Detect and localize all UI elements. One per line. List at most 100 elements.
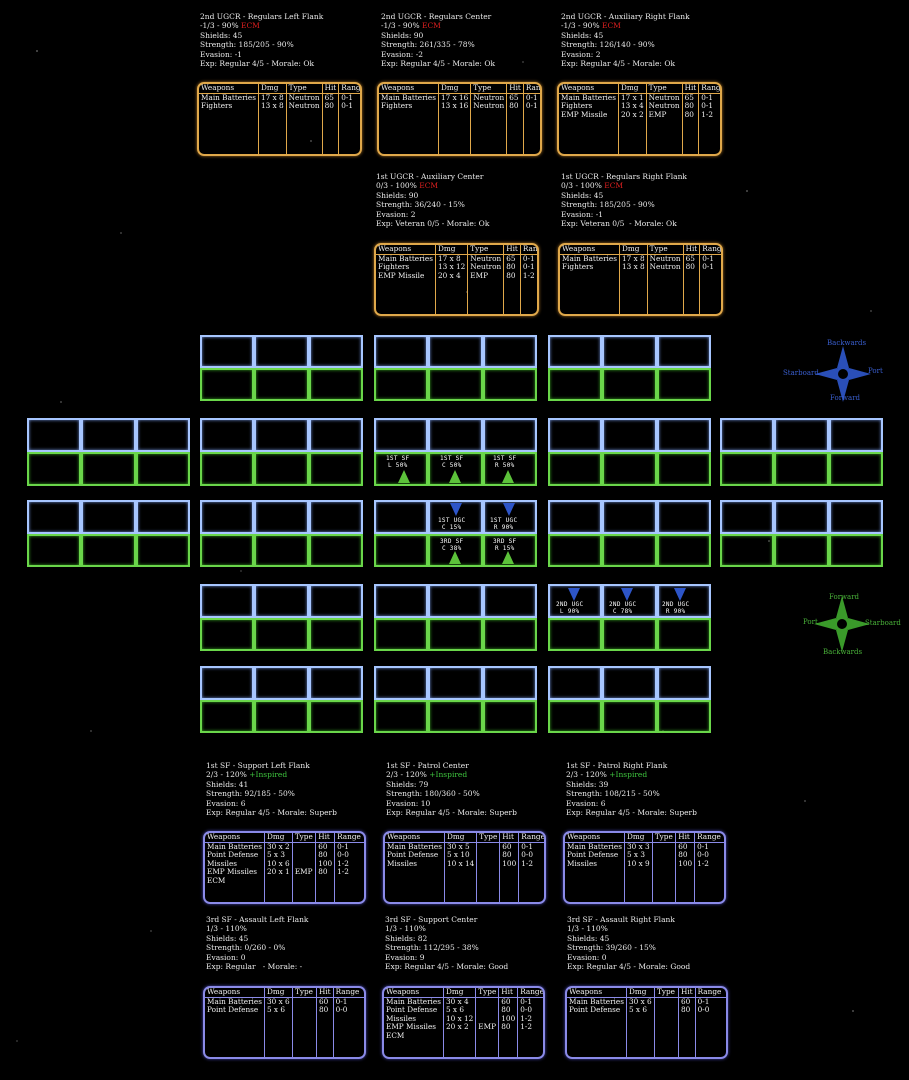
grid-cell[interactable] xyxy=(374,335,429,368)
grid-cell[interactable] xyxy=(200,533,255,567)
grid-cell[interactable] xyxy=(482,617,537,651)
grid-block[interactable] xyxy=(374,500,537,567)
grid-block[interactable] xyxy=(200,500,363,567)
token-2nd-ugc-left[interactable]: 2ND UGC L 90% xyxy=(556,601,584,615)
grid-cell[interactable] xyxy=(428,368,483,401)
grid-cell[interactable] xyxy=(656,617,711,651)
grid-cell[interactable] xyxy=(656,584,711,618)
grid-cell[interactable] xyxy=(254,452,309,486)
grid-block[interactable] xyxy=(200,584,363,651)
grid-cell[interactable] xyxy=(81,452,136,486)
token-1st-sf-center[interactable]: 1ST SF C 50% xyxy=(440,455,464,469)
token-1st-sf-left[interactable]: 1ST SF L 50% xyxy=(386,455,410,469)
grid-cell[interactable] xyxy=(602,452,657,486)
grid-cell[interactable] xyxy=(774,418,829,452)
grid-cell[interactable] xyxy=(308,418,363,452)
friendly-ship-icon[interactable] xyxy=(449,551,461,564)
grid-cell[interactable] xyxy=(828,418,883,452)
grid-cell[interactable] xyxy=(428,533,483,567)
grid-block[interactable] xyxy=(374,418,537,486)
grid-cell[interactable] xyxy=(482,666,537,700)
grid-cell[interactable] xyxy=(548,452,603,486)
grid-cell[interactable] xyxy=(828,452,883,486)
grid-cell[interactable] xyxy=(135,452,190,486)
grid-cell[interactable] xyxy=(254,617,309,651)
grid-cell[interactable] xyxy=(308,500,363,534)
token-3rd-sf-center[interactable]: 3RD SF C 38% xyxy=(440,538,464,552)
grid-cell[interactable] xyxy=(548,500,603,534)
grid-cell[interactable] xyxy=(428,699,483,733)
grid-cell[interactable] xyxy=(602,666,657,700)
grid-cell[interactable] xyxy=(482,699,537,733)
grid-cell[interactable] xyxy=(81,418,136,452)
grid-cell[interactable] xyxy=(428,666,483,700)
grid-cell[interactable] xyxy=(374,368,429,401)
grid-cell[interactable] xyxy=(482,500,537,534)
grid-cell[interactable] xyxy=(602,699,657,733)
friendly-ship-icon[interactable] xyxy=(398,470,410,483)
friendly-ship-icon[interactable] xyxy=(449,470,461,483)
grid-cell[interactable] xyxy=(81,533,136,567)
grid-cell[interactable] xyxy=(308,533,363,567)
grid-cell[interactable] xyxy=(374,617,429,651)
grid-block[interactable] xyxy=(27,418,190,486)
grid-cell[interactable] xyxy=(428,617,483,651)
grid-cell[interactable] xyxy=(27,452,82,486)
grid-cell[interactable] xyxy=(200,418,255,452)
grid-cell[interactable] xyxy=(548,699,603,733)
enemy-ship-icon[interactable] xyxy=(450,503,462,516)
grid-cell[interactable] xyxy=(548,418,603,452)
token-1st-sf-right[interactable]: 1ST SF R 50% xyxy=(493,455,517,469)
grid-cell[interactable] xyxy=(200,666,255,700)
grid-cell[interactable] xyxy=(308,452,363,486)
enemy-ship-icon[interactable] xyxy=(568,588,580,601)
grid-cell[interactable] xyxy=(254,500,309,534)
grid-cell[interactable] xyxy=(656,666,711,700)
grid-cell[interactable] xyxy=(27,418,82,452)
grid-cell[interactable] xyxy=(774,500,829,534)
grid-cell[interactable] xyxy=(828,533,883,567)
grid-cell[interactable] xyxy=(254,666,309,700)
grid-cell[interactable] xyxy=(482,368,537,401)
grid-block[interactable] xyxy=(27,500,190,567)
grid-cell[interactable] xyxy=(308,335,363,368)
grid-cell[interactable] xyxy=(135,500,190,534)
grid-cell[interactable] xyxy=(81,500,136,534)
grid-cell[interactable] xyxy=(656,699,711,733)
grid-cell[interactable] xyxy=(602,500,657,534)
grid-cell[interactable] xyxy=(720,500,775,534)
grid-cell[interactable] xyxy=(200,617,255,651)
grid-cell[interactable] xyxy=(602,533,657,567)
grid-cell[interactable] xyxy=(374,584,429,618)
grid-block[interactable] xyxy=(200,666,363,733)
grid-block[interactable] xyxy=(374,666,537,733)
grid-cell[interactable] xyxy=(548,666,603,700)
grid-block[interactable] xyxy=(720,500,883,567)
grid-cell[interactable] xyxy=(200,452,255,486)
grid-cell[interactable] xyxy=(720,533,775,567)
token-1st-ugc-center[interactable]: 1ST UGC C 15% xyxy=(438,517,466,531)
grid-cell[interactable] xyxy=(774,452,829,486)
grid-cell[interactable] xyxy=(656,335,711,368)
grid-cell[interactable] xyxy=(656,418,711,452)
grid-cell[interactable] xyxy=(254,335,309,368)
grid-cell[interactable] xyxy=(428,335,483,368)
grid-block[interactable] xyxy=(548,584,711,651)
grid-cell[interactable] xyxy=(656,452,711,486)
grid-cell[interactable] xyxy=(428,452,483,486)
grid-cell[interactable] xyxy=(828,500,883,534)
grid-cell[interactable] xyxy=(602,368,657,401)
enemy-ship-icon[interactable] xyxy=(503,503,515,516)
grid-cell[interactable] xyxy=(374,699,429,733)
grid-cell[interactable] xyxy=(135,533,190,567)
grid-cell[interactable] xyxy=(374,666,429,700)
grid-cell[interactable] xyxy=(548,584,603,618)
grid-cell[interactable] xyxy=(308,617,363,651)
grid-block[interactable] xyxy=(720,418,883,486)
grid-cell[interactable] xyxy=(720,418,775,452)
grid-cell[interactable] xyxy=(602,335,657,368)
grid-cell[interactable] xyxy=(548,533,603,567)
grid-cell[interactable] xyxy=(254,699,309,733)
grid-cell[interactable] xyxy=(482,335,537,368)
grid-cell[interactable] xyxy=(774,533,829,567)
